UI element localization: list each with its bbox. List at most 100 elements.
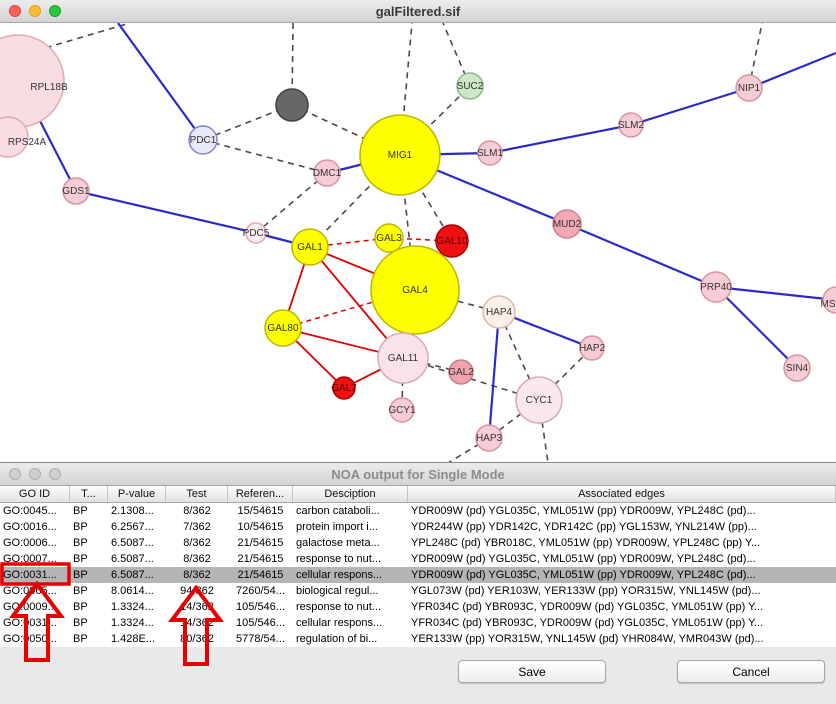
table-cell: 21/54615 — [237, 553, 284, 565]
network-node-HAP4[interactable] — [482, 295, 516, 329]
network-node-label-RPL18B: RPL18B — [30, 82, 68, 93]
network-node-CYC1[interactable] — [515, 376, 563, 424]
table-cell: GO:0009... — [3, 601, 57, 613]
network-node-label-MIG1: MIG1 — [388, 150, 413, 161]
network-edge-dash[interactable] — [255, 172, 328, 234]
noa-window-title: NOA output for Single Mode — [331, 466, 505, 482]
network-edge-dash[interactable] — [202, 139, 328, 174]
network-node-GAL4[interactable] — [370, 245, 460, 335]
network-node-label-GDS1: GDS1 — [62, 186, 90, 197]
table-cell: YER133W (pp) YOR315W, YNL145W (pd) YHR08… — [411, 633, 764, 645]
network-node-DMC1[interactable] — [313, 159, 341, 187]
network-node-MS[interactable] — [822, 286, 836, 314]
network-node-MIG1[interactable] — [359, 114, 441, 196]
column-header-referen-[interactable]: Referen... — [228, 486, 293, 502]
network-node-GCY1[interactable] — [389, 397, 415, 423]
network-node-label-CYC1: CYC1 — [526, 395, 553, 406]
network-node-GAL10[interactable] — [435, 224, 469, 258]
network-node-PDC1[interactable] — [188, 125, 218, 155]
window-controls — [9, 463, 61, 485]
network-node-label-GAL10: GAL10 — [436, 236, 468, 247]
network-node-GAL3[interactable] — [374, 223, 404, 253]
column-header-go-id[interactable]: GO ID — [0, 486, 70, 502]
network-node-PDC5[interactable] — [245, 222, 267, 244]
network-edge-blue[interactable] — [748, 51, 836, 90]
network-node-GAL7[interactable] — [332, 376, 356, 400]
network-node-NIP1[interactable] — [735, 74, 763, 102]
network-node-label-PRP40: PRP40 — [700, 282, 732, 293]
table-cell: 21/54615 — [237, 537, 284, 549]
network-node-SLM1[interactable] — [477, 140, 503, 166]
table-cell: GO:0065... — [3, 585, 57, 597]
minimize-button[interactable] — [29, 468, 41, 480]
network-node-label-GAL7: GAL7 — [331, 383, 357, 394]
network-edge-dash[interactable] — [34, 23, 131, 52]
table-cell: GO:0045... — [3, 505, 57, 517]
column-header-associated-edges[interactable]: Associated edges — [408, 486, 836, 502]
network-node-HAP2[interactable] — [579, 335, 605, 361]
network-node-SIN4[interactable] — [783, 354, 811, 382]
table-cell: regulation of bi... — [296, 633, 378, 645]
column-header-desciption[interactable]: Desciption — [293, 486, 408, 502]
network-node-GAL11[interactable] — [377, 332, 429, 384]
network-edge-blue[interactable] — [715, 285, 836, 302]
network-node-GAL1[interactable] — [291, 228, 329, 266]
network-node-GDS1[interactable] — [62, 177, 90, 205]
network-window-title: galFiltered.sif — [375, 3, 461, 19]
network-edge-blue[interactable] — [715, 286, 798, 369]
table-cell: BP — [73, 601, 88, 613]
network-edge-blue[interactable] — [566, 222, 717, 289]
save-button[interactable]: Save — [458, 660, 606, 683]
network-node-label-GAL1: GAL1 — [297, 242, 323, 253]
network-node-GAL80[interactable] — [264, 309, 302, 347]
table-cell: 7/362 — [183, 521, 211, 533]
table-cell: BP — [73, 537, 88, 549]
network-edge-dash[interactable] — [448, 437, 490, 462]
network-node-PRP40[interactable] — [700, 271, 732, 303]
table-cell: carbon cataboli... — [296, 505, 380, 517]
zoom-button[interactable] — [49, 5, 61, 17]
network-node-RPS24A[interactable] — [0, 116, 29, 158]
network-edge-dash[interactable] — [401, 357, 404, 411]
network-node-GAL2[interactable] — [448, 359, 474, 385]
table-cell: 105/546... — [236, 617, 285, 629]
network-node-RPL18B[interactable] — [0, 34, 65, 128]
network-edge-blue[interactable] — [75, 189, 257, 235]
column-header-t-[interactable]: T... — [70, 486, 108, 502]
network-edge-blue[interactable] — [117, 23, 204, 141]
table-cell: response to nut... — [296, 553, 381, 565]
table-cell: 2.1308... — [111, 505, 154, 517]
network-node-label-GAL4: GAL4 — [402, 285, 428, 296]
network-node-label-HAP3: HAP3 — [476, 433, 503, 444]
network-node-SLM2[interactable] — [618, 112, 644, 138]
network-canvas[interactable]: RPL18BRPS24AGDS1PDC1DMC1MIG1SUC2SLM1SLM2… — [0, 23, 836, 462]
network-node-HAP3[interactable] — [475, 424, 503, 452]
close-button[interactable] — [9, 468, 21, 480]
network-edge-blue[interactable] — [630, 86, 750, 127]
window-controls — [9, 0, 61, 22]
column-header-p-value[interactable]: P-value — [108, 486, 166, 502]
network-node-label-DMC1: DMC1 — [313, 168, 342, 179]
network-node-SUC2[interactable] — [456, 72, 484, 100]
network-node-label-GCY1: GCY1 — [388, 405, 416, 416]
column-header-test[interactable]: Test — [166, 486, 228, 502]
network-node-DARKNODE[interactable] — [275, 88, 309, 122]
table-cell: BP — [73, 569, 88, 581]
network-edge-blue[interactable] — [489, 123, 632, 155]
minimize-button[interactable] — [29, 5, 41, 17]
cancel-button[interactable]: Cancel — [677, 660, 825, 683]
network-edge-blue[interactable] — [487, 311, 501, 439]
zoom-button[interactable] — [49, 468, 61, 480]
network-node-MUD2[interactable] — [552, 209, 582, 239]
table-cell: 7260/54... — [236, 585, 285, 597]
close-button[interactable] — [9, 5, 21, 17]
